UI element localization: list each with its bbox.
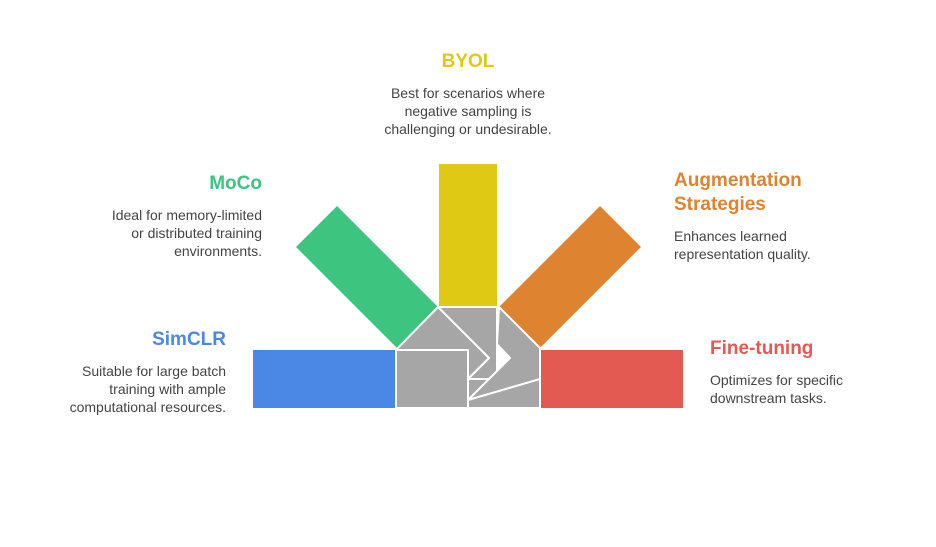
simclr-desc: Suitable for large batch training with a… bbox=[40, 362, 226, 416]
simclr-label: SimCLR Suitable for large batch training… bbox=[40, 328, 226, 416]
moco-blade bbox=[296, 206, 438, 348]
finetuning-label: Fine-tuning Optimizes for specific downs… bbox=[710, 337, 910, 407]
moco-title: MoCo bbox=[209, 173, 262, 194]
hub-moco-piece bbox=[395, 306, 490, 380]
moco-desc-line: or distributed training bbox=[131, 225, 262, 241]
byol-blade bbox=[439, 164, 497, 307]
hub-augmentation-piece bbox=[467, 306, 541, 401]
hub-simclr-piece bbox=[395, 349, 469, 409]
augmentation-title: Augmentation Strategies bbox=[674, 169, 894, 217]
augmentation-blade bbox=[499, 206, 641, 348]
simclr-title: SimCLR bbox=[152, 329, 226, 350]
moco-desc-line: environments. bbox=[174, 243, 262, 259]
finetuning-desc-line: Optimizes for specific bbox=[710, 372, 844, 388]
augmentation-title-line: Strategies bbox=[674, 194, 766, 215]
augmentation-desc-line: representation quality. bbox=[674, 246, 811, 262]
finetuning-desc-line: downstream tasks. bbox=[710, 390, 827, 406]
moco-desc: Ideal for memory-limited or distributed … bbox=[70, 206, 262, 260]
byol-title: BYOL bbox=[441, 51, 495, 72]
byol-desc: Best for scenarios where negative sampli… bbox=[348, 84, 588, 138]
augmentation-title-line: Augmentation bbox=[674, 170, 802, 191]
simclr-desc-line: training with ample bbox=[109, 381, 226, 397]
byol-desc-line: challenging or undesirable. bbox=[384, 121, 552, 137]
augmentation-desc-line: Enhances learned bbox=[674, 228, 787, 244]
hub bbox=[395, 306, 541, 409]
byol-desc-line: Best for scenarios where bbox=[390, 85, 546, 101]
augmentation-label: Augmentation Strategies Enhances learned… bbox=[674, 169, 894, 263]
augmentation-desc: Enhances learned representation quality. bbox=[674, 227, 894, 263]
simclr-desc-line: computational resources. bbox=[69, 399, 226, 415]
moco-desc-line: Ideal for memory-limited bbox=[111, 207, 262, 223]
simclr-blade bbox=[253, 350, 396, 408]
finetuning-desc: Optimizes for specific downstream tasks. bbox=[710, 371, 910, 407]
finetuning-blade bbox=[540, 350, 683, 408]
byol-desc-line: negative sampling is bbox=[404, 103, 532, 119]
finetuning-title: Fine-tuning bbox=[710, 338, 814, 359]
simclr-desc-line: Suitable for large batch bbox=[82, 363, 226, 379]
byol-label: BYOL Best for scenarios where negative s… bbox=[348, 50, 588, 138]
moco-label: MoCo Ideal for memory-limited or distrib… bbox=[70, 172, 262, 260]
